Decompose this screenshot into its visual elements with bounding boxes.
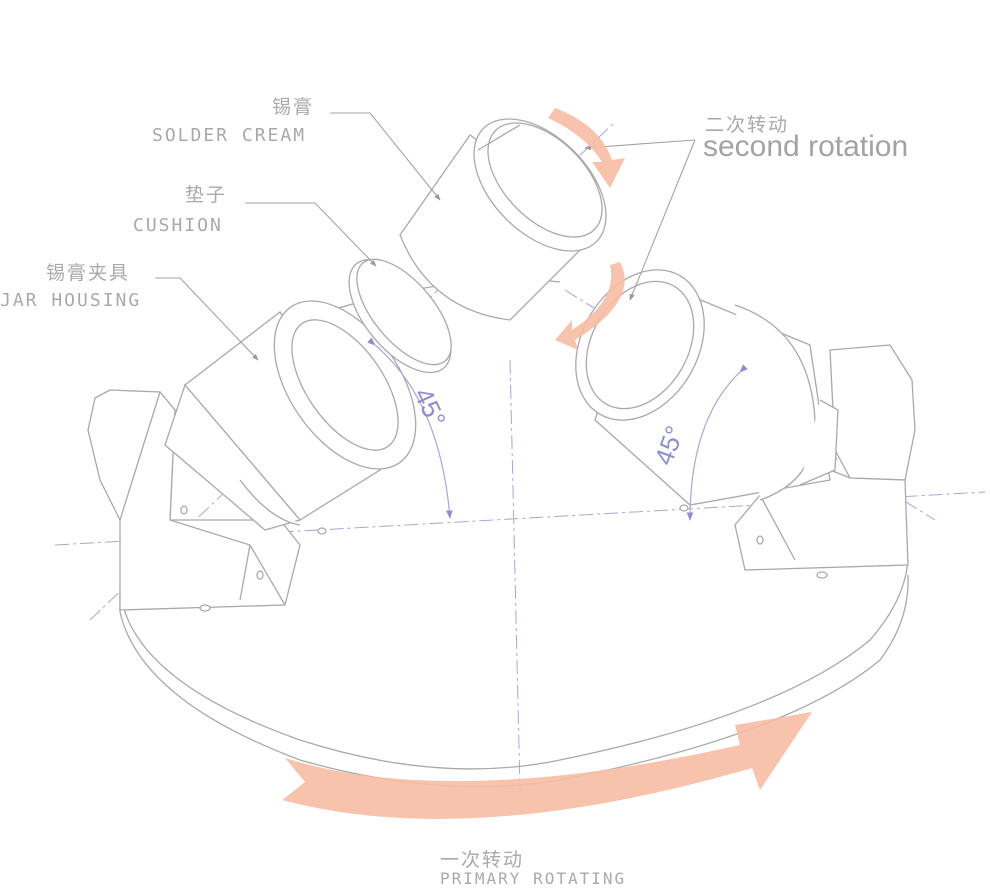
- right-bracket: [679, 344, 916, 579]
- solder-cream-label-en: SOLDER CREAM: [152, 125, 307, 146]
- second-rotation-label-en: second rotation: [703, 130, 909, 163]
- second-rotation-label-cn: 二次转动: [705, 114, 790, 136]
- leader-lines: [155, 112, 696, 361]
- primary-rotation-label-cn: 一次转动: [440, 849, 525, 871]
- solder-cream-label-cn: 锡膏: [272, 96, 315, 118]
- angle-arcs: [367, 337, 748, 521]
- second-rotation-arrow-top: [548, 108, 625, 188]
- primary-rotation-label-en: PRIMARY ROTATING: [440, 869, 627, 888]
- rotation-arrows: [282, 108, 812, 819]
- solder-cream-jar: [399, 118, 607, 321]
- jar-housing-label-cn: 锡膏夹具: [46, 262, 131, 284]
- cushion-label-en: CUSHION: [133, 215, 223, 236]
- primary-rotation-arrow: [282, 712, 812, 819]
- second-rotation-arrow-bottom: [555, 262, 625, 350]
- cushion-label-cn: 垫子: [185, 184, 228, 206]
- jar-housing-label-en: JAR HOUSING: [0, 290, 142, 311]
